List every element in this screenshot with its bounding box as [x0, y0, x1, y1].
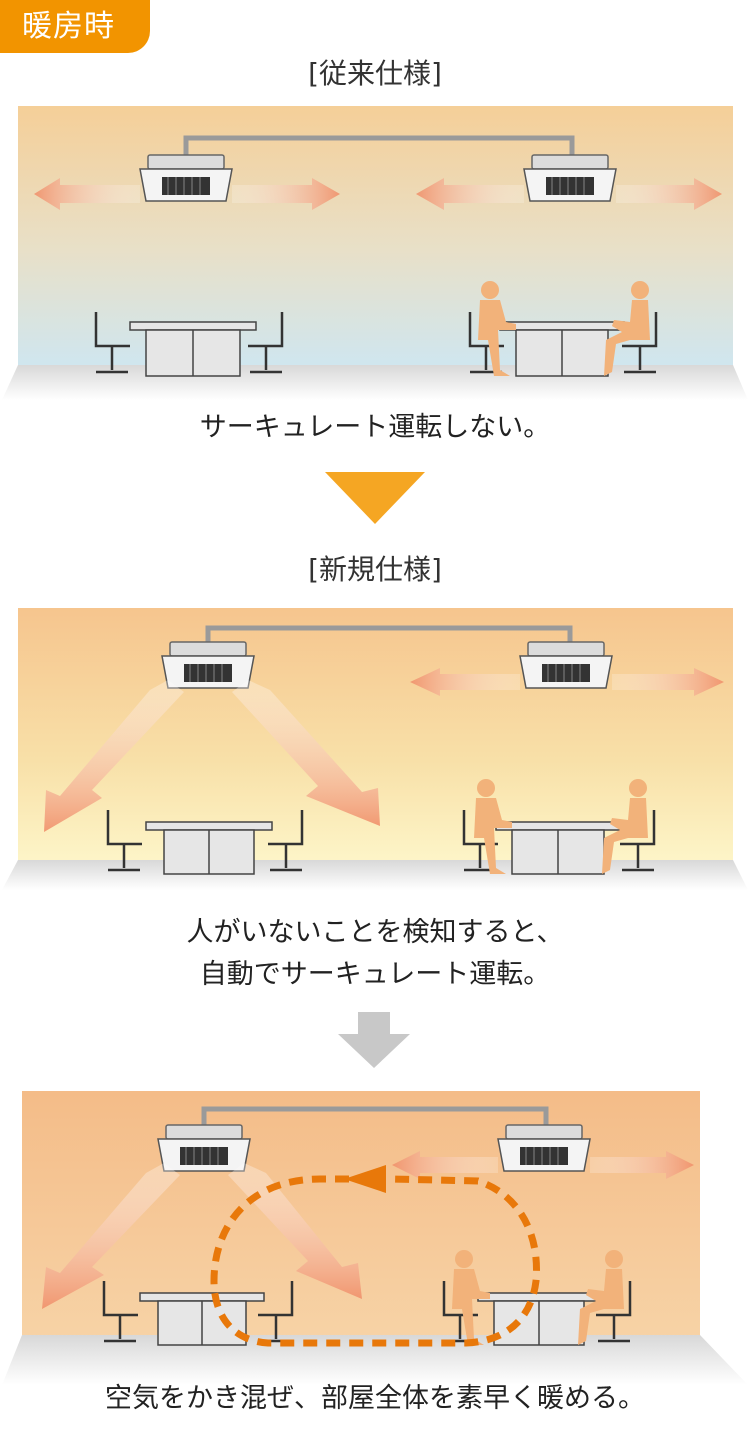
air-conditioner-icon — [523, 154, 617, 202]
new-spec-caption: 人がいないことを検知すると、 自動でサーキュレート運転。 — [0, 912, 750, 996]
airflow-arrow-icon — [392, 1151, 498, 1179]
duct-pipe — [205, 625, 573, 644]
circulation-scene — [2, 1091, 748, 1385]
chair-icon — [94, 312, 130, 374]
airflow-arrow-icon — [34, 178, 140, 210]
floor — [2, 860, 748, 890]
air-conditioner-icon — [497, 1124, 591, 1172]
caption-line: 空気をかき混ぜ、部屋全体を素早く暖める。 — [105, 1383, 645, 1414]
mode-badge: 暖房時 — [0, 0, 150, 53]
chair-icon — [622, 312, 658, 374]
airflow-arrow-icon — [410, 668, 520, 696]
person-icon — [604, 281, 650, 376]
circulation-caption: 空気をかき混ぜ、部屋全体を素早く暖める。 — [0, 1378, 750, 1420]
person-icon — [578, 1250, 624, 1345]
new-spec-heading: [新規仕様] — [308, 553, 442, 586]
table-icon — [129, 321, 257, 377]
duct-pipe — [183, 135, 575, 158]
chair-icon — [248, 312, 284, 374]
airflow-arrow-icon — [232, 680, 380, 826]
floor — [2, 365, 748, 400]
person-icon — [478, 281, 516, 376]
airflow-arrow-icon — [228, 1163, 362, 1299]
floor — [2, 1335, 748, 1385]
table-icon — [495, 821, 621, 875]
air-conditioner-icon — [161, 641, 255, 689]
chair-icon — [620, 810, 656, 872]
chair-icon — [106, 810, 142, 872]
chair-icon — [102, 1281, 138, 1343]
duct-pipe — [201, 1106, 549, 1127]
circulation-arrow-icon — [344, 1165, 386, 1193]
table-icon — [145, 821, 273, 875]
airflow-arrow-icon — [416, 178, 524, 210]
person-icon — [474, 779, 512, 874]
person-icon — [452, 1250, 490, 1345]
chair-icon — [596, 1281, 632, 1343]
conventional-caption: サーキュレート運転しない。 — [0, 407, 750, 449]
air-conditioner-icon — [157, 1124, 251, 1172]
new-spec-scene — [2, 608, 748, 890]
airflow-arrow-icon — [232, 178, 340, 210]
caption-line: 自動でサーキュレート運転。 — [199, 959, 551, 990]
person-icon — [602, 779, 648, 874]
air-conditioner-icon — [519, 641, 613, 689]
chair-icon — [268, 810, 304, 872]
airflow-arrow-icon — [42, 1163, 180, 1309]
down-arrow-icon — [325, 472, 425, 524]
airflow-arrow-icon — [616, 178, 722, 210]
air-conditioner-icon — [139, 154, 233, 202]
caption-line: サーキュレート運転しない。 — [199, 412, 551, 443]
down-arrow-icon — [338, 1012, 410, 1068]
conventional-heading: [従来仕様] — [308, 57, 442, 90]
conventional-scene — [2, 106, 748, 400]
airflow-arrow-icon — [612, 668, 724, 696]
circulation-arrow-icon — [210, 1175, 540, 1347]
airflow-arrow-icon — [590, 1151, 694, 1179]
caption-line: 人がいないことを検知すると、 — [186, 917, 564, 948]
airflow-arrow-icon — [44, 680, 184, 832]
